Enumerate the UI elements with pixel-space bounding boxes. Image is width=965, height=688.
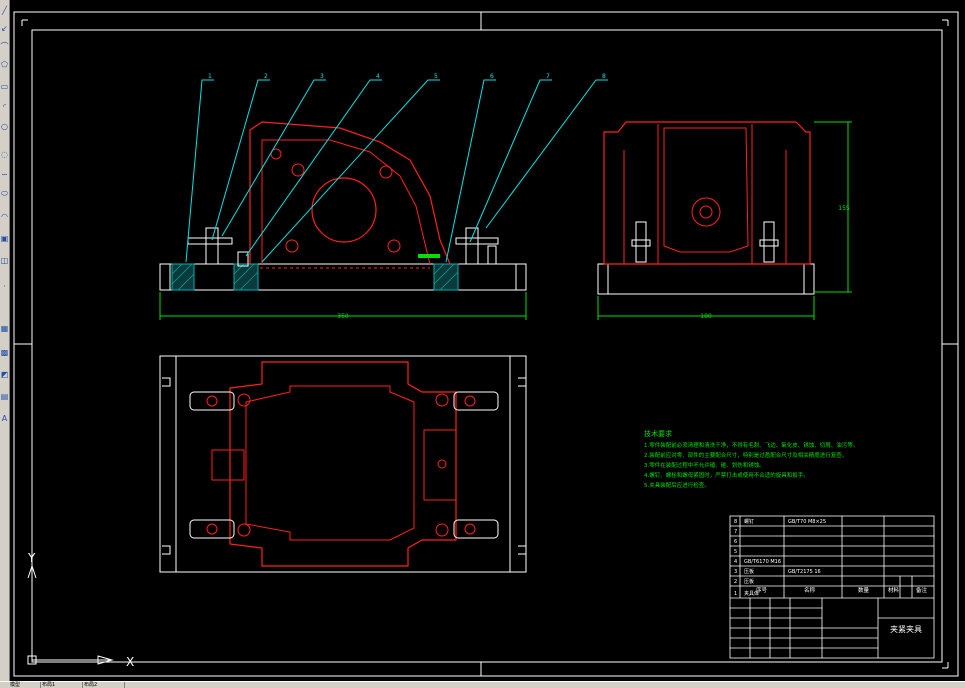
- header-remark: 备注: [916, 586, 928, 594]
- top-view: [159, 355, 527, 573]
- front-width-dimension: 350: [337, 313, 349, 320]
- tab-model[interactable]: 模型: [10, 682, 41, 688]
- part-callouts: [185, 79, 608, 263]
- header-qty: 数量: [858, 586, 870, 594]
- title-block-text: 8 螺钉 GB/T70 M8×25 7 6 5 4 GB/T6170 M16 3…: [734, 518, 928, 634]
- ucs-icon: [27, 564, 114, 665]
- balloon-8: 8: [602, 73, 606, 80]
- polygon-icon[interactable]: ⬠: [1, 59, 8, 69]
- header-material: 材料: [888, 586, 900, 594]
- spline-icon[interactable]: ∽: [1, 169, 8, 179]
- point-icon[interactable]: ·: [3, 281, 6, 291]
- title-block: [729, 515, 935, 659]
- balloon-1: 1: [208, 73, 212, 80]
- mtext-icon[interactable]: A: [1, 413, 8, 423]
- insert-block-icon[interactable]: ▣: [0, 233, 9, 243]
- header-no: 序号: [756, 586, 768, 594]
- balloon-4: 4: [376, 73, 380, 80]
- parts-row-spec: GB/T70 M8×25: [788, 519, 826, 525]
- tab-layout1[interactable]: 布局1: [42, 682, 83, 688]
- parts-row-no: 8: [734, 519, 737, 525]
- ellipse-icon[interactable]: ⬭: [1, 189, 8, 198]
- ucs-y-label: Y: [27, 551, 36, 565]
- side-width-dimension: 180: [700, 313, 712, 320]
- header-name: 名称: [804, 586, 816, 594]
- balloon-6: 6: [490, 73, 494, 80]
- parts-row-no: 5: [734, 549, 737, 555]
- drawing-canvas[interactable]: 350 1 2 3 4 5 6 7 8: [9, 0, 965, 681]
- tech-note-line: 4.螺钉、螺栓和螺母紧固时，严禁打击或使用不合适的旋具和扳手。: [644, 471, 809, 479]
- side-view: 180 155: [597, 121, 852, 320]
- parts-row-no: 2: [734, 579, 737, 585]
- gradient-icon[interactable]: ▩: [0, 347, 9, 357]
- drawing-title: 夹紧夹具: [890, 624, 922, 634]
- tab-layout2[interactable]: 布局2: [84, 682, 125, 688]
- rectangle-icon[interactable]: ▭: [0, 81, 9, 91]
- tech-note-line: 2.装配前应对零、部件的主要配合尺寸，特别是过盈配合尺寸及相关精度进行复查。: [644, 451, 847, 459]
- revcloud-icon[interactable]: ◌: [1, 149, 8, 159]
- ellipse-arc-icon[interactable]: ◠: [1, 211, 8, 221]
- table-icon[interactable]: ▤: [0, 391, 9, 401]
- parts-row-no: 4: [734, 559, 737, 565]
- parts-row-no: 1: [734, 591, 737, 597]
- region-icon[interactable]: ◩: [0, 369, 9, 379]
- tech-note-line: 3.零件在装配过程中不允许磕、碰、划伤和锈蚀。: [644, 461, 765, 469]
- make-block-icon[interactable]: ◫: [0, 255, 9, 265]
- draw-toolbar: ╱ ↙ ⌒ ⬠ ▭ ◜ ○ ◌ ∽ ⬭ ◠ ▣ ◫ · ▦ ▩ ◩ ▤ A: [0, 0, 10, 687]
- parts-row-name: GB/T6170 M16: [744, 559, 781, 565]
- circle-icon[interactable]: ○: [1, 121, 8, 131]
- balloon-labels: 1 2 3 4 5 6 7 8: [208, 73, 606, 80]
- parts-row-name: 螺钉: [744, 518, 754, 525]
- balloon-5: 5: [434, 73, 438, 80]
- parts-row-no: 6: [734, 539, 737, 545]
- parts-row-no: 3: [734, 569, 737, 575]
- polyline-icon[interactable]: ⌒: [0, 41, 9, 51]
- tech-note-line: 1.零件装配前必须清理和清洗干净，不得有毛刺、飞边、氧化皮、锈蚀、切屑、油污等。: [644, 441, 858, 449]
- line-icon[interactable]: ╱: [2, 5, 7, 15]
- balloon-7: 7: [546, 73, 550, 80]
- parts-row-name: 夹具体: [744, 590, 759, 597]
- parts-row-spec: GB/T2175 16: [788, 569, 821, 575]
- balloon-2: 2: [264, 73, 268, 80]
- construction-line-icon[interactable]: ↙: [1, 23, 8, 33]
- drawing-svg: 350 1 2 3 4 5 6 7 8: [13, 11, 959, 677]
- ucs-x-label: X: [126, 655, 134, 669]
- arc-icon[interactable]: ◜: [2, 101, 7, 111]
- parts-row-name: 压板: [744, 578, 754, 585]
- balloon-3: 3: [320, 73, 324, 80]
- parts-row-name: 压板: [744, 568, 754, 575]
- tech-notes-heading: 技术要求: [644, 429, 672, 438]
- layout-tabs-bar: 模型 布局1 布局2: [0, 681, 965, 688]
- sheet-border: [13, 11, 959, 677]
- parts-row-no: 7: [734, 529, 737, 535]
- front-view: 350: [159, 121, 527, 320]
- side-height-dimension: 155: [838, 205, 850, 212]
- tech-note-line: 5.夹具装配后应进行检查。: [644, 481, 710, 489]
- hatch-icon[interactable]: ▦: [0, 323, 9, 333]
- tech-notes: 技术要求 1.零件装配前必须清理和清洗干净，不得有毛刺、飞边、氧化皮、锈蚀、切屑…: [644, 429, 858, 489]
